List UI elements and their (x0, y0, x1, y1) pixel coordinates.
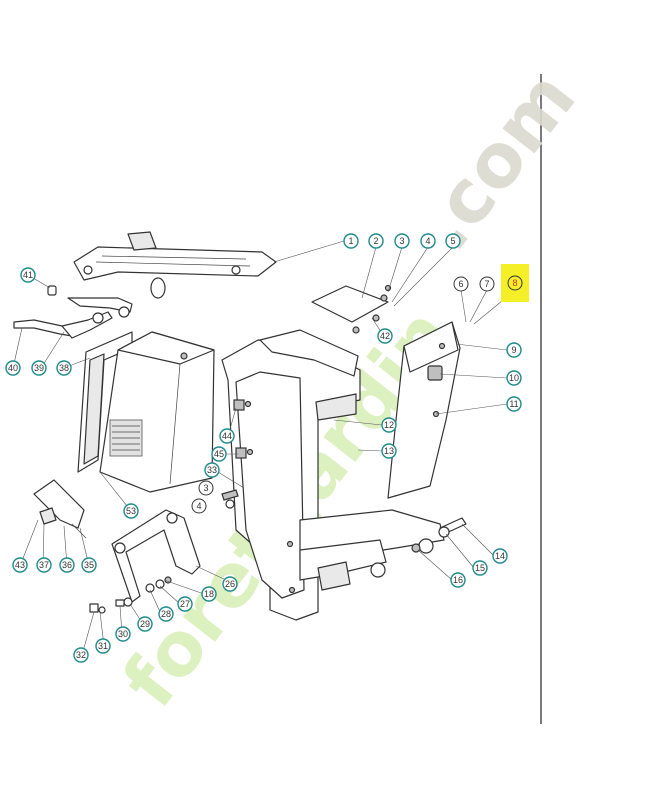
callout-18: 18 (201, 586, 217, 602)
callout-4: 4 (420, 233, 436, 249)
callout-33: 33 (204, 462, 220, 478)
callout-10: 10 (506, 370, 522, 386)
callout-4-lower: 4 (191, 498, 207, 514)
callout-12: 12 (381, 417, 397, 433)
callout-16: 16 (450, 572, 466, 588)
callout-39: 39 (31, 360, 47, 376)
svg-text:28: 28 (161, 609, 171, 619)
svg-text:41: 41 (23, 270, 33, 280)
svg-text:4: 4 (196, 501, 201, 511)
svg-text:3: 3 (399, 236, 404, 246)
callout-40: 40 (5, 360, 21, 376)
callout-31: 31 (95, 638, 111, 654)
svg-text:39: 39 (34, 363, 44, 373)
svg-text:26: 26 (225, 579, 235, 589)
svg-text:33: 33 (207, 465, 217, 475)
callout-1: 1 (343, 233, 359, 249)
part-side-cover (387, 321, 461, 499)
callout-35: 35 (81, 557, 97, 573)
callout-9: 9 (506, 342, 522, 358)
callout-29: 29 (137, 616, 153, 632)
svg-text:10: 10 (509, 373, 519, 383)
svg-text:13: 13 (384, 446, 394, 456)
svg-text:12: 12 (384, 420, 394, 430)
callout-42: 42 (377, 328, 393, 344)
callout-11: 11 (506, 396, 522, 412)
callout-2: 2 (368, 233, 384, 249)
svg-text:16: 16 (453, 575, 463, 585)
svg-text:53: 53 (126, 506, 136, 516)
callouts: 1 2 3 4 5 6 7 8 9 10 11 12 13 14 15 16 1… (5, 233, 529, 663)
leader-lines (12, 240, 509, 656)
callout-27: 27 (177, 596, 193, 612)
callout-3: 3 (394, 233, 410, 249)
part-frame-bolts (221, 489, 239, 509)
part-small-hardware (89, 576, 172, 614)
svg-text:32: 32 (76, 650, 86, 660)
svg-text:4: 4 (425, 236, 430, 246)
svg-text:40: 40 (8, 363, 18, 373)
svg-text:6: 6 (458, 279, 463, 289)
svg-text:11: 11 (509, 399, 518, 409)
svg-text:7: 7 (484, 279, 489, 289)
callout-44: 44 (219, 428, 235, 444)
svg-text:38: 38 (59, 363, 69, 373)
svg-text:2: 2 (373, 236, 378, 246)
svg-text:44: 44 (222, 431, 232, 441)
callout-26: 26 (222, 576, 238, 592)
callout-14: 14 (492, 548, 508, 564)
part-plate (311, 284, 392, 334)
svg-text:42: 42 (380, 331, 390, 341)
callout-8-highlighted: 8 (501, 264, 529, 302)
part-handle-bar (13, 285, 133, 339)
callout-7: 7 (479, 276, 495, 292)
svg-text:31: 31 (98, 641, 108, 651)
callout-45: 45 (211, 446, 227, 462)
svg-text:15: 15 (475, 563, 485, 573)
callout-53: 53 (123, 503, 139, 519)
svg-text:29: 29 (140, 619, 150, 629)
svg-text:1: 1 (348, 236, 353, 246)
callout-6: 6 (453, 276, 469, 292)
callout-5: 5 (445, 233, 461, 249)
part-lower-bracket (111, 509, 201, 603)
part-upper-beam (73, 231, 277, 299)
svg-text:14: 14 (495, 551, 505, 561)
callout-15: 15 (472, 560, 488, 576)
svg-text:35: 35 (84, 560, 94, 570)
part-main-frame (221, 329, 445, 621)
callout-37: 37 (36, 557, 52, 573)
part-bolts-right (411, 517, 467, 553)
callout-28: 28 (158, 606, 174, 622)
svg-text:8: 8 (512, 278, 517, 288)
part-box-cover (99, 331, 215, 493)
svg-text:37: 37 (39, 560, 49, 570)
svg-text:5: 5 (450, 236, 455, 246)
part-side-panel (77, 331, 133, 473)
callout-32: 32 (73, 647, 89, 663)
callout-38: 38 (56, 360, 72, 376)
callout-43: 43 (12, 557, 28, 573)
svg-text:3: 3 (203, 483, 208, 493)
svg-text:30: 30 (118, 629, 128, 639)
svg-text:27: 27 (180, 599, 190, 609)
callout-41: 41 (20, 267, 36, 283)
part-grip (33, 479, 87, 539)
callout-13: 13 (381, 443, 397, 459)
svg-text:45: 45 (214, 449, 224, 459)
svg-text:9: 9 (511, 345, 516, 355)
svg-text:43: 43 (15, 560, 25, 570)
callout-3-lower: 3 (198, 480, 214, 496)
callout-36: 36 (59, 557, 75, 573)
callout-30: 30 (115, 626, 131, 642)
svg-text:36: 36 (62, 560, 72, 570)
svg-text:18: 18 (204, 589, 214, 599)
